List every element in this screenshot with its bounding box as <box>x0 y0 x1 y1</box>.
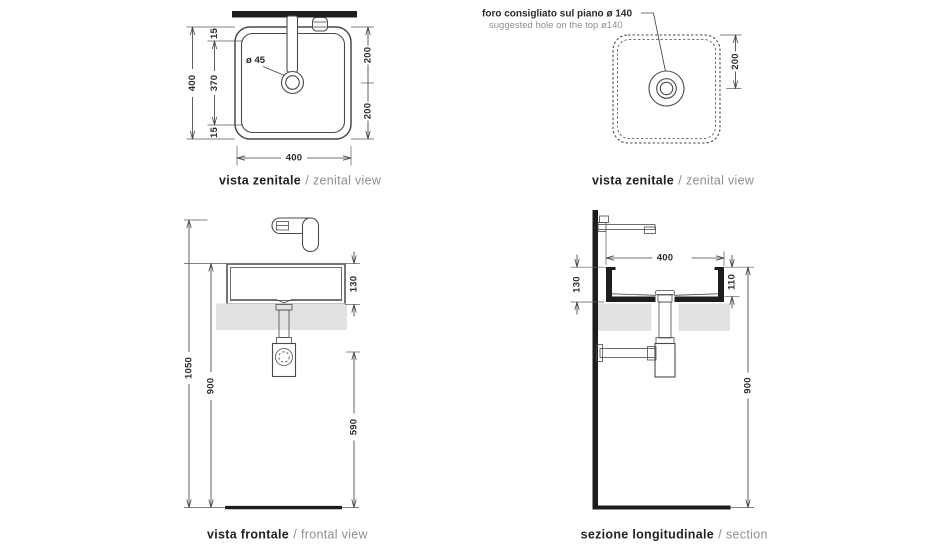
caption-english: section <box>726 528 768 542</box>
faucet-front-view <box>271 217 320 253</box>
basin-section <box>606 267 724 303</box>
view-zenital-left: ø 45 400 15 370 15 200 200 <box>186 11 382 188</box>
waste-pipe-to-wall <box>599 348 656 358</box>
basin-wall-left <box>606 267 612 302</box>
countertop-section-right <box>678 303 730 331</box>
caption-english: zenital view <box>686 174 755 188</box>
siphon-front-view <box>271 304 297 378</box>
siphon-section-view <box>596 301 676 378</box>
caption-zenital-right: vista zenitale / zenital view <box>592 174 755 188</box>
dim-top-to-hole: 200 <box>730 53 741 69</box>
drain-hole-inner <box>285 75 300 90</box>
dim-basin-depth: 130 <box>572 276 583 292</box>
dim-rim-height: 900 <box>743 377 754 393</box>
countertop-section-left <box>598 303 652 331</box>
basin-wall-right <box>718 267 724 302</box>
caption-italian: vista frontale <box>207 528 289 542</box>
note-italian: foro consigliato sul piano ø 140 <box>482 9 632 20</box>
faucet-section-view <box>597 215 656 234</box>
caption-italian: vista zenitale <box>592 174 674 188</box>
caption-english: frontal view <box>301 528 368 542</box>
dim-lines-zenital-right: 200 <box>720 35 742 89</box>
drain-neck <box>657 294 673 303</box>
caption-english: zenital view <box>313 174 382 188</box>
basin-bottom-right <box>674 296 724 302</box>
faucet-top-view <box>286 15 329 73</box>
dim-rim-bottom: 15 <box>209 127 220 138</box>
siphon-cap <box>275 348 293 366</box>
caption-italian: sezione longitudinale <box>581 528 714 542</box>
faucet-knob <box>599 215 609 223</box>
countertop-cutout-outer <box>612 34 721 144</box>
dim-lines-frontal: 1050 900 130 590 <box>184 220 360 508</box>
caption-separator: / <box>718 528 722 542</box>
basin-bottom-left <box>606 296 656 302</box>
faucet-mount <box>597 222 607 232</box>
faucet-aerator <box>644 226 656 234</box>
basin-front <box>226 263 346 305</box>
dim-bottom-width: 400 <box>286 153 302 164</box>
view-frontal: 1050 900 130 590 vista frontale / fronta… <box>184 217 368 542</box>
dim-rim-top: 15 <box>209 28 220 39</box>
drain-ring <box>656 78 677 99</box>
dim-inner-width: 370 <box>209 75 220 91</box>
faucet-handle <box>311 16 329 32</box>
drain-diameter-label: ø 45 <box>246 55 266 66</box>
siphon-nut <box>276 337 292 344</box>
caption-separator: / <box>305 174 309 188</box>
caption-italian: vista zenitale <box>219 174 301 188</box>
suggested-hole-circle <box>648 70 685 107</box>
siphon-body <box>654 342 676 378</box>
drain-center <box>659 81 674 96</box>
dim-drain-outlet-height: 590 <box>349 419 360 435</box>
note-english: suggested hole on the top ø140 <box>489 20 623 31</box>
dim-basin-depth: 130 <box>349 276 360 292</box>
dim-overall-width: 400 <box>187 75 198 91</box>
wall-flange <box>596 344 603 362</box>
caption-section: sezione longitudinale / section <box>581 528 768 542</box>
drain-leader-line <box>262 66 285 76</box>
dim-inner-depth: 110 <box>727 274 738 290</box>
dim-lines-zenital-left: 400 15 370 15 200 200 400 <box>186 27 374 166</box>
wall-bar <box>232 11 357 18</box>
view-zenital-right: foro consigliato sul piano ø 140 suggest… <box>482 9 755 188</box>
siphon-body <box>271 342 297 378</box>
dim-rim-height: 900 <box>206 378 217 394</box>
faucet-spout <box>286 15 299 73</box>
caption-frontal: vista frontale / frontal view <box>207 528 368 542</box>
drain-pipe <box>658 301 672 339</box>
faucet-spout <box>301 217 320 253</box>
drain-dome <box>655 290 675 296</box>
caption-separator: / <box>678 174 682 188</box>
dim-drain-to-bottom: 200 <box>363 103 374 119</box>
countertop-front <box>216 303 347 330</box>
dim-total-height: 1050 <box>184 357 195 379</box>
basin-front-inner <box>230 267 342 301</box>
floor-section <box>592 505 731 510</box>
dim-lines-section: 400 130 110 900 <box>570 232 754 508</box>
basin-bottom-slope <box>230 299 342 304</box>
wall-section <box>592 210 598 508</box>
caption-zenital-left: vista zenitale / zenital view <box>219 174 382 188</box>
countertop-cutout-inner <box>617 39 716 139</box>
dim-top-to-drain: 200 <box>363 47 374 63</box>
note-leader-line <box>641 12 666 72</box>
siphon-nut-side <box>647 346 657 361</box>
dim-width: 400 <box>657 253 673 264</box>
caption-separator: / <box>293 528 297 542</box>
drain-hole-outer <box>280 70 305 95</box>
siphon-cap-inner <box>278 351 290 363</box>
view-section: 400 130 110 900 sezione longitudinale / … <box>570 210 768 542</box>
